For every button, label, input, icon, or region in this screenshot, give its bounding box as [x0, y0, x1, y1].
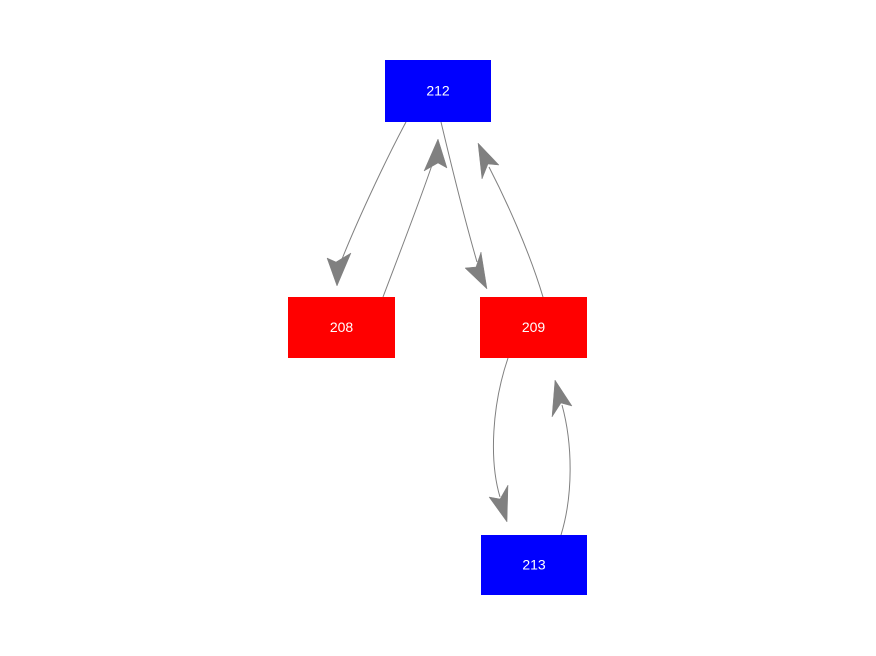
arrowhead-icon — [477, 142, 500, 180]
node-212[interactable]: 212 — [385, 60, 491, 122]
edge-209-to-212 — [477, 142, 544, 298]
node-209[interactable]: 209 — [480, 297, 587, 358]
node-208[interactable]: 208 — [288, 297, 395, 358]
edge-212-to-209 — [440, 121, 488, 290]
edge-209-to-213 — [488, 357, 509, 523]
arrowhead-icon — [551, 379, 573, 418]
edge-line — [440, 121, 478, 263]
arrowhead-icon — [464, 251, 488, 290]
node-box[interactable] — [480, 297, 587, 358]
edge-line — [560, 404, 571, 536]
edge-line — [492, 357, 509, 498]
nodes-layer: 212 208 209 213 — [288, 60, 587, 595]
node-213[interactable]: 213 — [481, 535, 587, 595]
edge-212-to-208 — [326, 121, 407, 287]
edge-line — [382, 161, 434, 298]
arrowhead-icon — [326, 252, 352, 287]
node-box[interactable] — [288, 297, 395, 358]
edge-line — [488, 166, 544, 298]
edge-line — [336, 121, 407, 273]
node-box[interactable] — [481, 535, 587, 595]
edge-208-to-212 — [382, 138, 448, 298]
arrowhead-icon — [488, 484, 509, 523]
edges-layer — [326, 121, 573, 536]
edge-213-to-209 — [551, 379, 573, 536]
node-box[interactable] — [385, 60, 491, 122]
arrowhead-icon — [423, 138, 448, 172]
